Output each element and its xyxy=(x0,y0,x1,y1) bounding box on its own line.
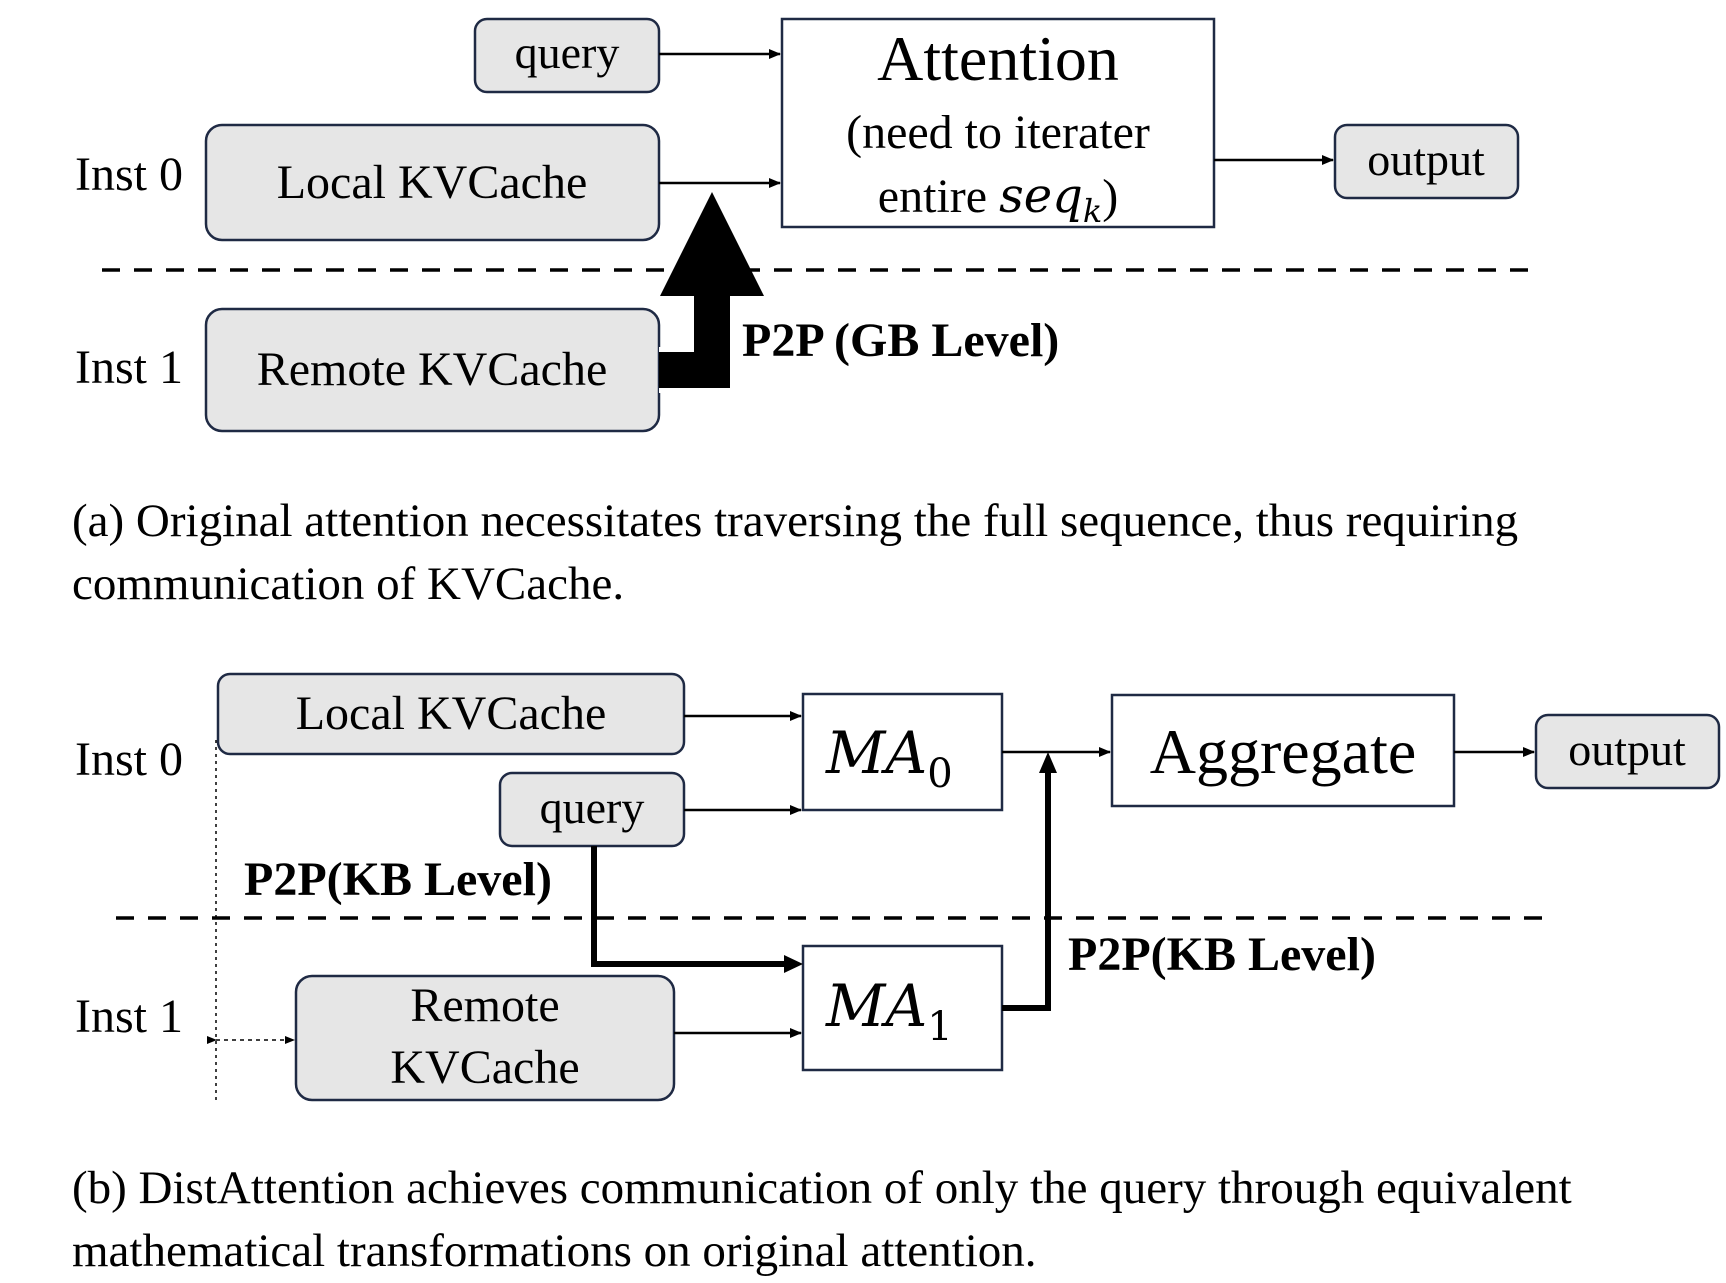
p2p-result-path xyxy=(1002,772,1051,1011)
query-box-b: query xyxy=(498,771,686,848)
p2p-kb-label-result: P2P(KB Level) xyxy=(1068,928,1376,981)
remote-kvcache-box-a: Remote KVCache xyxy=(204,307,661,433)
inst0-label-a: Inst 0 xyxy=(75,148,183,201)
ma0-box: MA0 xyxy=(801,692,1004,812)
query-label-a: query xyxy=(515,27,620,78)
remote-kvcache-label-b1: Remote xyxy=(410,979,559,1032)
local-kvcache-label-b: Local KVCache xyxy=(296,687,607,740)
query-box-a: query xyxy=(473,17,661,94)
output-box-b: output xyxy=(1534,713,1721,790)
attention-box: Attention (need to iterater entire seqk) xyxy=(780,17,1216,230)
panel-b: Inst 0 Inst 1 Local KVCache query Remote… xyxy=(75,672,1721,1102)
attention-title: Attention xyxy=(877,23,1119,94)
output-label-b: output xyxy=(1568,724,1686,775)
remote-kvcache-box-b: Remote KVCache xyxy=(294,974,676,1102)
ma1-label: MA1 xyxy=(825,972,953,1050)
inst1-label-a: Inst 1 xyxy=(75,341,183,394)
p2p-query-path xyxy=(591,846,786,967)
caption-b: (b) DistAttention achieves communication… xyxy=(72,1162,1572,1277)
aggregate-box: Aggregate xyxy=(1110,693,1456,808)
local-kvcache-box-a: Local KVCache xyxy=(204,123,661,242)
output-box-a: output xyxy=(1333,123,1520,200)
caption-a: (a) Original attention necessitates trav… xyxy=(72,495,1519,610)
attention-line2: entire seqk) xyxy=(878,168,1118,230)
p2p-query-arrowhead xyxy=(784,955,803,973)
local-kvcache-label-a: Local KVCache xyxy=(277,156,588,209)
attention-line1: (need to iterater xyxy=(846,106,1150,159)
ma1-box: MA1 xyxy=(801,944,1004,1072)
ma0-label: MA0 xyxy=(825,719,953,797)
p2p-kb-label-query: P2P(KB Level) xyxy=(244,853,552,906)
inst1-label-b: Inst 1 xyxy=(75,990,183,1043)
remote-kvcache-label-b2: KVCache xyxy=(390,1041,579,1094)
inst0-label-b: Inst 0 xyxy=(75,733,183,786)
query-label-b: query xyxy=(540,782,645,833)
panel-a: Inst 0 Inst 1 query Local KVCache Remote… xyxy=(75,17,1528,433)
output-label-a: output xyxy=(1367,134,1485,185)
aggregate-label: Aggregate xyxy=(1150,716,1417,787)
p2p-result-arrowhead xyxy=(1039,752,1057,773)
local-kvcache-box-b: Local KVCache xyxy=(216,672,686,756)
p2p-big-arrow xyxy=(659,192,764,393)
p2p-gb-label: P2P (GB Level) xyxy=(742,314,1059,367)
remote-kvcache-label-a: Remote KVCache xyxy=(257,343,608,396)
